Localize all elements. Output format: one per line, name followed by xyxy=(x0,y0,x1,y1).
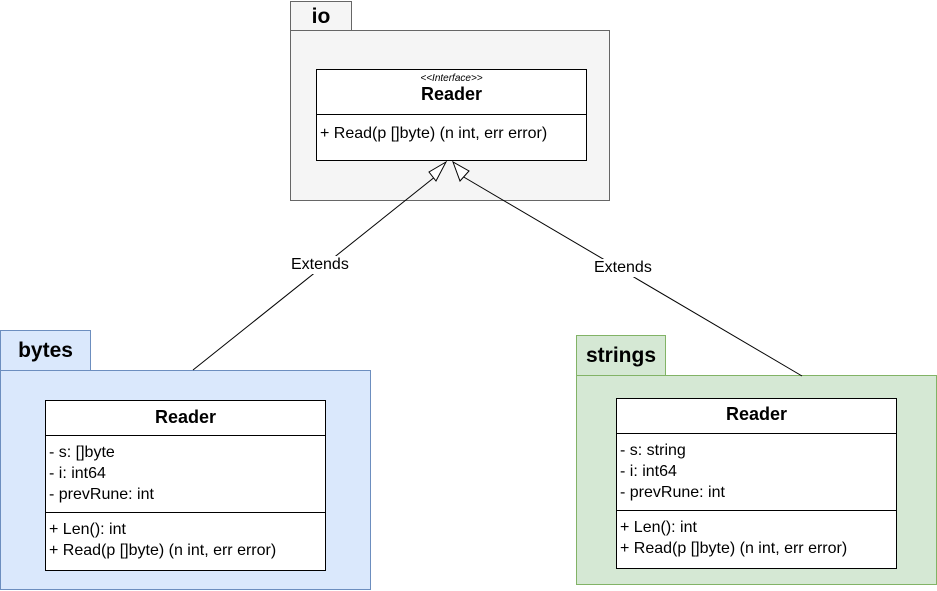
class-name: Reader xyxy=(725,404,788,424)
class-name: Reader xyxy=(154,407,217,427)
field-item: - i: int64 xyxy=(620,463,677,480)
field-item: - i: int64 xyxy=(49,465,106,482)
class-strings-reader[interactable]: Reader - s: string - i: int64 - prevRune… xyxy=(616,398,897,569)
field-item: - s: []byte xyxy=(49,444,115,461)
class-methods: + Len(): int + Read(p []byte) (n int, er… xyxy=(46,513,325,561)
method-item: + Len(): int xyxy=(49,521,126,538)
field-item: - prevRune: int xyxy=(620,484,725,501)
class-fields: - s: []byte - i: int64 - prevRune: int xyxy=(46,436,325,513)
field-item: - prevRune: int xyxy=(49,486,154,503)
interface-name: Reader xyxy=(420,84,483,104)
interface-methods: + Read(p []byte) (n int, err error) xyxy=(317,115,586,144)
method-item: + Read(p []byte) (n int, err error) xyxy=(620,540,848,557)
package-io-tab[interactable]: io xyxy=(290,1,352,31)
class-fields: - s: string - i: int64 - prevRune: int xyxy=(617,434,896,511)
package-io-name: io xyxy=(311,4,331,28)
edge-label-bytes: Extends xyxy=(290,256,350,274)
package-strings-name: strings xyxy=(585,344,656,367)
interface-stereotype: <<Interface>> xyxy=(420,73,483,84)
method-item: + Read(p []byte) (n int, err error) xyxy=(320,125,548,142)
method-item: + Len(): int xyxy=(620,519,697,536)
interface-io-reader[interactable]: <<Interface>> Reader + Read(p []byte) (n… xyxy=(316,69,587,161)
class-methods: + Len(): int + Read(p []byte) (n int, er… xyxy=(617,511,896,559)
interface-header: <<Interface>> Reader xyxy=(317,70,586,115)
field-item: - s: string xyxy=(620,442,686,459)
package-bytes-tab[interactable]: bytes xyxy=(0,330,91,371)
edge-label-strings: Extends xyxy=(593,259,653,277)
package-bytes-name: bytes xyxy=(18,339,73,362)
package-strings-tab[interactable]: strings xyxy=(576,335,666,376)
class-header: Reader xyxy=(46,401,325,436)
class-bytes-reader[interactable]: Reader - s: []byte - i: int64 - prevRune… xyxy=(45,400,326,571)
method-item: + Read(p []byte) (n int, err error) xyxy=(49,542,277,559)
class-header: Reader xyxy=(617,399,896,434)
